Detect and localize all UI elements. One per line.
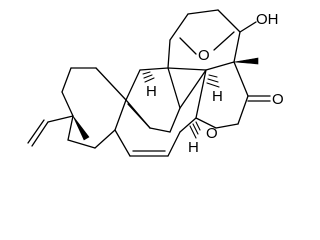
hydroxyl-bond — [239, 21, 257, 33]
carbonyl-double-bond — [247, 95, 271, 102]
stereo-h-top-label: H — [146, 83, 157, 100]
alkene-bonds — [114, 117, 197, 157]
lactone-ring-bonds — [195, 61, 249, 129]
hydroxyl-label: OH — [256, 11, 279, 28]
carbonyl-oxygen-label: O — [272, 91, 284, 108]
ring-b-bonds — [125, 67, 181, 133]
ether-bridge-bonds — [179, 31, 235, 55]
methyl-wedge-bond — [233, 57, 259, 65]
ring-a-bonds — [61, 67, 127, 149]
lactone-ring-oxygen-label: O — [206, 125, 218, 142]
vinyl-group-bonds — [27, 115, 74, 147]
hashed-stereo-bonds — [142, 71, 220, 139]
stereo-h-bottom-label: H — [188, 139, 199, 156]
ether-oxygen-label: O — [198, 47, 210, 64]
upper-ring-bonds — [167, 9, 241, 109]
stereo-h-middle-label: H — [212, 88, 223, 105]
vinyl-methyl-wedge — [72, 115, 90, 141]
chemical-structure-diagram: OH O O O H H H — [27, 9, 284, 157]
